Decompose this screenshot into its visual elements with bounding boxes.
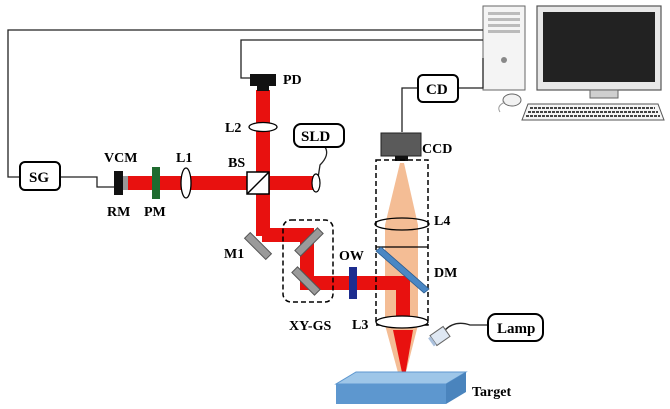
- computer-icon: [482, 5, 665, 121]
- pm-block: [152, 167, 160, 199]
- vcm-label: VCM: [104, 151, 137, 166]
- galvo-mirror-x: [294, 227, 324, 257]
- ccd-camera: [380, 132, 422, 161]
- galvo-mirror-y: [291, 266, 321, 296]
- lamp-box: [487, 313, 544, 342]
- l1-label: L1: [176, 151, 192, 166]
- target-slab: [334, 371, 468, 404]
- laser-beam: [120, 90, 413, 382]
- voice-coil-mirror: [114, 171, 128, 195]
- ow-window: [349, 267, 357, 299]
- xy-gs-box: [282, 219, 334, 303]
- dm-label: DM: [434, 266, 457, 281]
- ccd-label: CCD: [422, 142, 452, 157]
- sld-lens: [311, 173, 321, 193]
- l4-label: L4: [434, 214, 450, 229]
- lens-l2: [248, 121, 278, 133]
- photodetector: [250, 74, 276, 91]
- l2-label: L2: [225, 121, 241, 136]
- target-label: Target: [472, 385, 511, 400]
- cd-box: [417, 74, 459, 103]
- bs-label: BS: [228, 156, 245, 171]
- dichroic-mirror: [375, 246, 430, 294]
- lens-l3: [375, 315, 429, 329]
- control-wires: [7, 29, 488, 331]
- l3-label: L3: [352, 318, 368, 333]
- lens-l1: [180, 167, 192, 199]
- lamp-icon: [428, 325, 451, 347]
- rm-label: RM: [107, 205, 130, 220]
- sg-box: [19, 161, 61, 191]
- mirror-m1: [243, 231, 273, 261]
- beam-splitter: [246, 171, 270, 195]
- lens-l4: [374, 217, 430, 231]
- pd-label: PD: [283, 73, 302, 88]
- cd-label: CD: [426, 82, 448, 98]
- xy-gs-label: XY-GS: [289, 319, 331, 334]
- sg-label: SG: [29, 170, 49, 186]
- lamp-label: Lamp: [497, 321, 535, 337]
- pm-label: PM: [144, 205, 166, 220]
- m1-label: M1: [224, 247, 244, 262]
- sld-label: SLD: [301, 129, 330, 145]
- ow-label: OW: [339, 249, 364, 264]
- sld-box: [293, 123, 345, 148]
